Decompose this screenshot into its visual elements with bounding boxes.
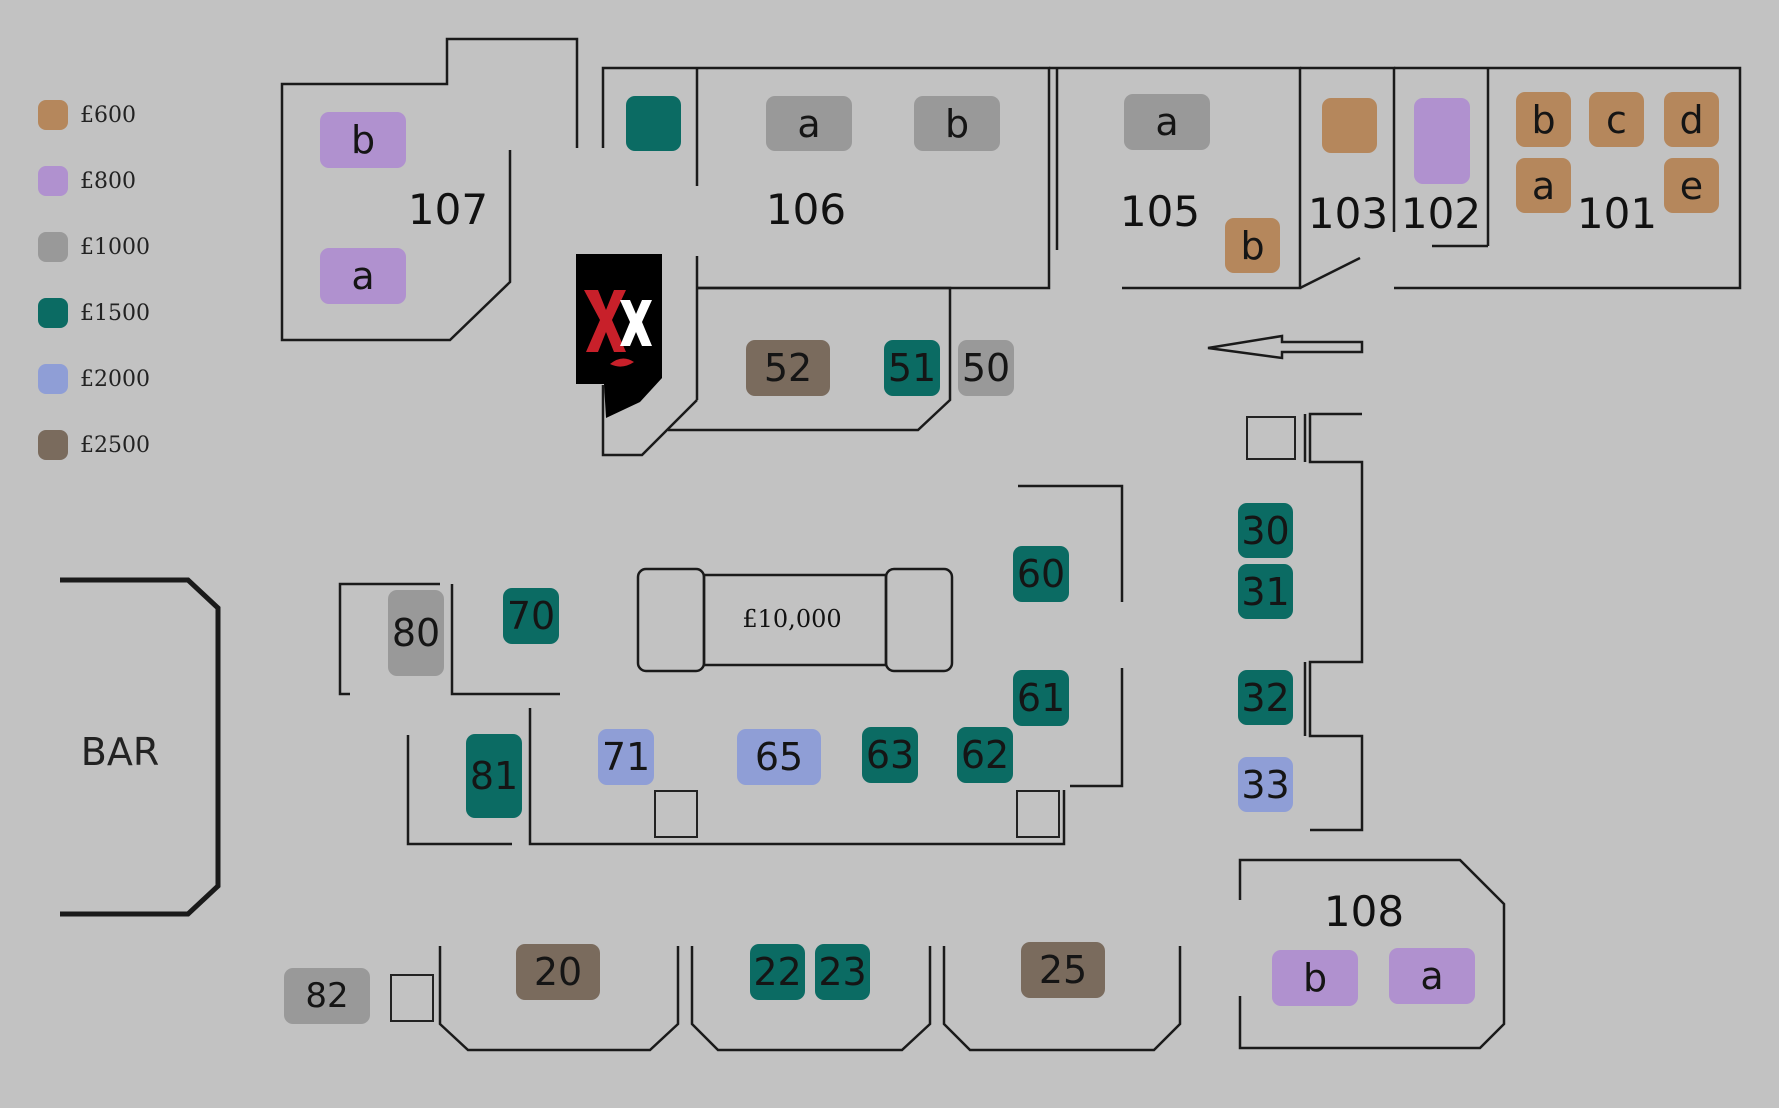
legend-item: £2500 <box>38 412 150 478</box>
table-103[interactable] <box>1322 98 1377 153</box>
table-23[interactable]: 23 <box>815 944 870 1000</box>
table-61[interactable]: 61 <box>1013 670 1069 726</box>
table-106b[interactable]: b <box>914 96 1000 151</box>
bar-counter <box>60 577 221 917</box>
price-legend: £600 £800 £1000 £1500 £2000 £2500 <box>38 82 150 478</box>
table-106a[interactable]: a <box>766 96 852 151</box>
table-108b[interactable]: b <box>1272 950 1358 1006</box>
marker-square <box>390 974 434 1022</box>
table-101c[interactable]: c <box>1589 92 1644 147</box>
sofa-left <box>636 567 706 673</box>
table-22[interactable]: 22 <box>750 944 805 1000</box>
table-105b[interactable]: b <box>1225 218 1280 273</box>
legend-swatch <box>38 166 68 196</box>
table-101e[interactable]: e <box>1664 158 1719 213</box>
table-102[interactable] <box>1414 98 1470 184</box>
table-52[interactable]: 52 <box>746 340 830 396</box>
legend-label: £2500 <box>80 432 150 458</box>
room-label-105: 105 <box>1119 187 1201 236</box>
table-71[interactable]: 71 <box>598 729 654 785</box>
legend-item: £2000 <box>38 346 150 412</box>
table-81[interactable]: 81 <box>466 734 522 818</box>
marker-square <box>654 790 698 838</box>
marker-square <box>1246 416 1296 460</box>
table-106-corner[interactable] <box>626 96 681 151</box>
booth-50s-wall <box>668 286 952 432</box>
table-32[interactable]: 32 <box>1238 670 1293 725</box>
legend-item: £800 <box>38 148 150 214</box>
room-label-101: 101 <box>1576 189 1658 238</box>
table-101a[interactable]: a <box>1516 158 1571 213</box>
legend-label: £1000 <box>80 234 150 260</box>
legend-label: £600 <box>80 102 136 128</box>
table-65[interactable]: 65 <box>737 729 821 785</box>
centerpiece-price: £10,000 <box>742 605 842 633</box>
booth-80-wall <box>338 582 440 696</box>
legend-label: £800 <box>80 168 136 194</box>
room-label-103: 103 <box>1307 189 1389 238</box>
legend-swatch <box>38 364 68 394</box>
table-33[interactable]: 33 <box>1238 757 1293 812</box>
sofa-right <box>884 567 954 673</box>
legend-item: £1000 <box>38 214 150 280</box>
table-101b[interactable]: b <box>1516 92 1571 147</box>
room-label-107: 107 <box>407 185 489 234</box>
table-82[interactable]: 82 <box>284 968 370 1024</box>
legend-item: £600 <box>38 82 150 148</box>
table-62[interactable]: 62 <box>957 727 1013 783</box>
club-logo-icon <box>576 254 662 418</box>
table-101d[interactable]: d <box>1664 92 1719 147</box>
table-51[interactable]: 51 <box>884 340 940 396</box>
table-63[interactable]: 63 <box>862 727 918 783</box>
legend-label: £2000 <box>80 366 150 392</box>
table-30[interactable]: 30 <box>1238 503 1293 558</box>
table-20[interactable]: 20 <box>516 944 600 1000</box>
lounge-60s-wall <box>1018 484 1124 602</box>
table-31[interactable]: 31 <box>1238 564 1293 619</box>
legend-item: £1500 <box>38 280 150 346</box>
legend-swatch <box>38 100 68 130</box>
direction-arrow <box>1207 334 1364 360</box>
booth-25-wall <box>942 946 1182 1052</box>
marker-square <box>1016 790 1060 838</box>
table-25[interactable]: 25 <box>1021 942 1105 998</box>
room-108-wall <box>1238 858 1506 1050</box>
booth-30s-wall <box>1308 412 1364 832</box>
legend-swatch <box>38 232 68 262</box>
legend-label: £1500 <box>80 300 150 326</box>
booth-20-wall <box>438 946 680 1052</box>
room-107-wall <box>280 37 579 342</box>
legend-swatch <box>38 298 68 328</box>
bar-label: BAR <box>80 730 160 774</box>
room-105-wall <box>1049 66 1302 290</box>
table-107a[interactable]: a <box>320 248 406 304</box>
room-label-106: 106 <box>765 185 847 234</box>
table-70[interactable]: 70 <box>503 588 559 644</box>
table-108a[interactable]: a <box>1389 948 1475 1004</box>
table-80[interactable]: 80 <box>388 590 444 676</box>
room-label-102: 102 <box>1400 189 1482 238</box>
table-107b[interactable]: b <box>320 112 406 168</box>
room-102-wall <box>1394 66 1742 290</box>
table-60[interactable]: 60 <box>1013 546 1069 602</box>
booth-81-wall <box>406 735 512 846</box>
table-50[interactable]: 50 <box>958 340 1014 396</box>
legend-swatch <box>38 430 68 460</box>
lounge-floor-wall <box>528 708 1066 846</box>
room-label-108: 108 <box>1323 887 1405 936</box>
table-105a[interactable]: a <box>1124 94 1210 150</box>
booth-22-wall <box>690 946 932 1052</box>
